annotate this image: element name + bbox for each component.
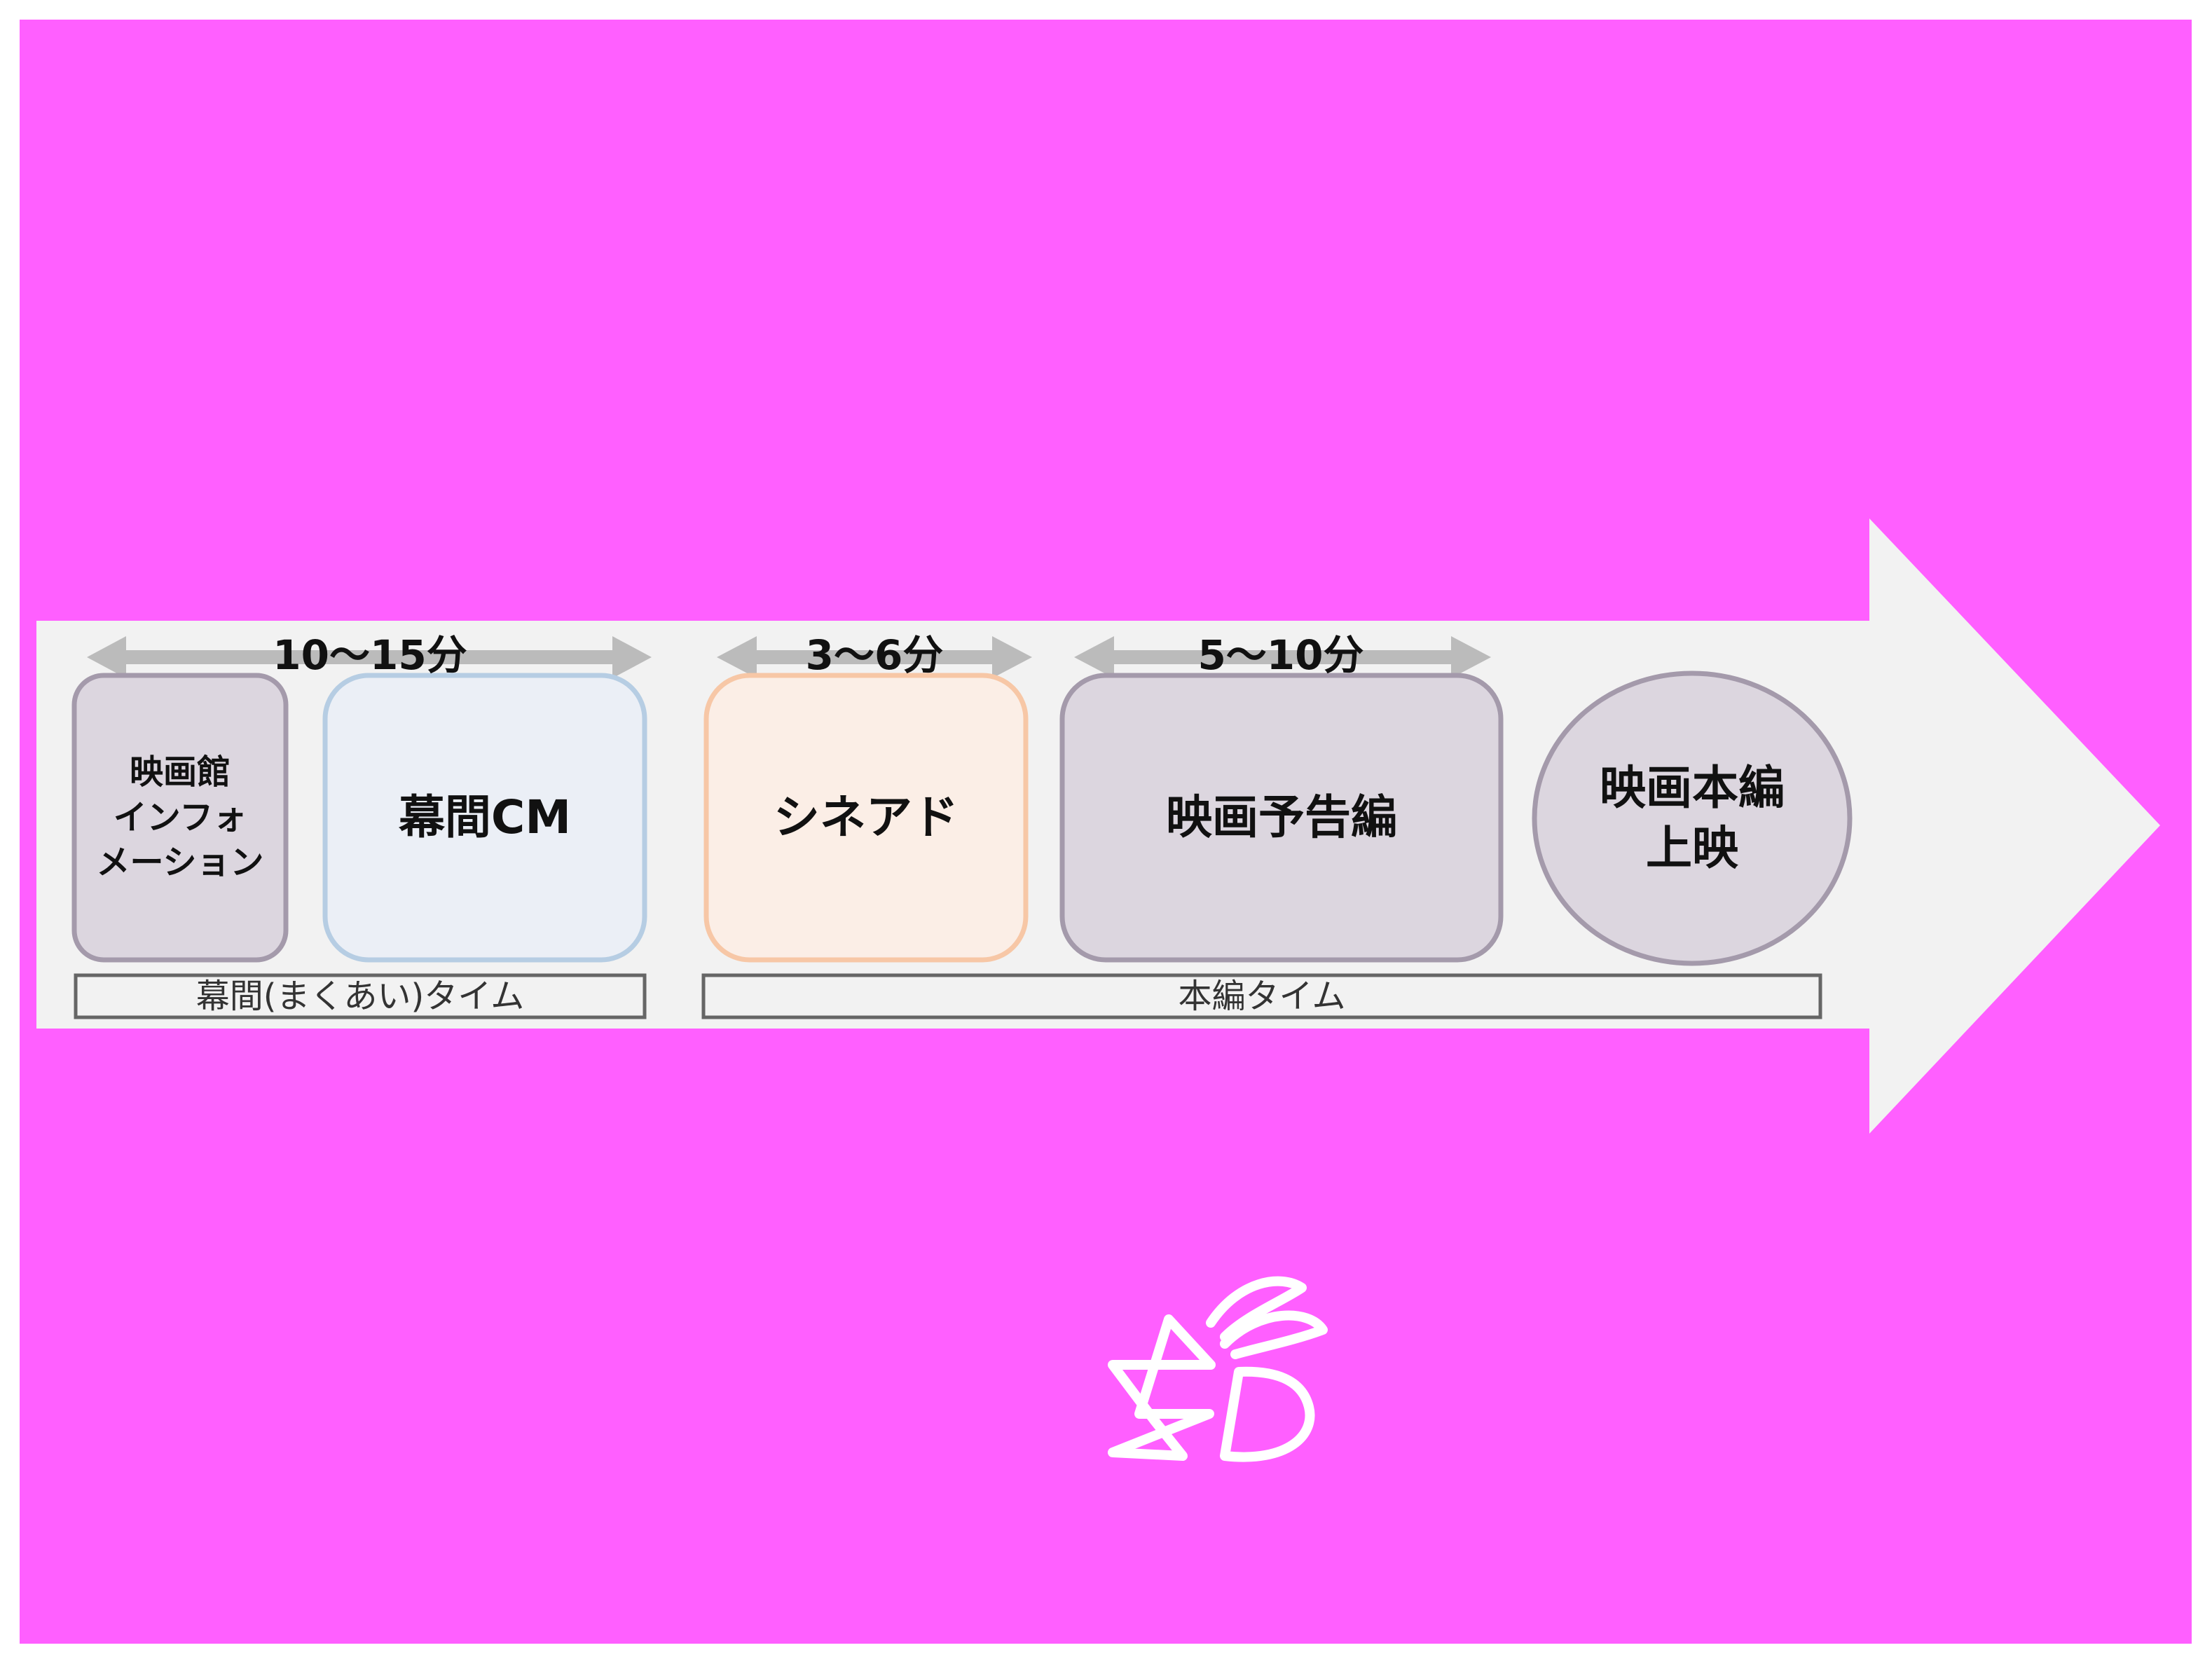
phase-label-main: 本編タイム (1178, 977, 1346, 1016)
duration-arrow-intermission (87, 636, 652, 678)
duration-label-cinead: 3〜6分 (805, 631, 944, 679)
stage-box-cinead (703, 673, 1029, 963)
stage-label-main-feature: 映画本編 上映 (1600, 761, 1785, 875)
phase-label-intermission: 幕間(まくあい)タイム (195, 977, 525, 1016)
duration-arrow-trailer (1074, 636, 1491, 678)
duration-label-intermission: 10〜15分 (273, 631, 467, 679)
logo-wing-2 (1220, 1310, 1328, 1359)
stage-box-intermission-cm (322, 673, 647, 963)
stage-circle-main-feature (1532, 671, 1853, 966)
stage-label-theater-info: 映画館 インフォ メーション (96, 752, 264, 883)
stage-label-trailer: 映画予告編 (1166, 790, 1397, 845)
logo-graphic (1108, 1276, 1328, 1462)
duration-label-trailer: 5〜10分 (1197, 631, 1364, 679)
phase-box-main (701, 973, 1822, 1019)
stage-label-intermission-cm: 幕間CM (398, 790, 572, 845)
phase-box-intermission (74, 973, 647, 1019)
logo-letter-d (1220, 1366, 1315, 1462)
stage-box-trailer (1059, 673, 1504, 963)
logo-wing-1 (1206, 1276, 1307, 1342)
stage-label-cinead: シネアド (774, 790, 959, 845)
diagram-graphics (20, 20, 2192, 1644)
logo-star (1108, 1314, 1216, 1461)
stage-box-theater-info (71, 673, 289, 963)
duration-arrow-cinead (717, 636, 1032, 678)
diagram-canvas: 10〜15分 3〜6分 5〜10分 映画館 インフォ メーション 幕間CM シネ… (20, 20, 2192, 1644)
